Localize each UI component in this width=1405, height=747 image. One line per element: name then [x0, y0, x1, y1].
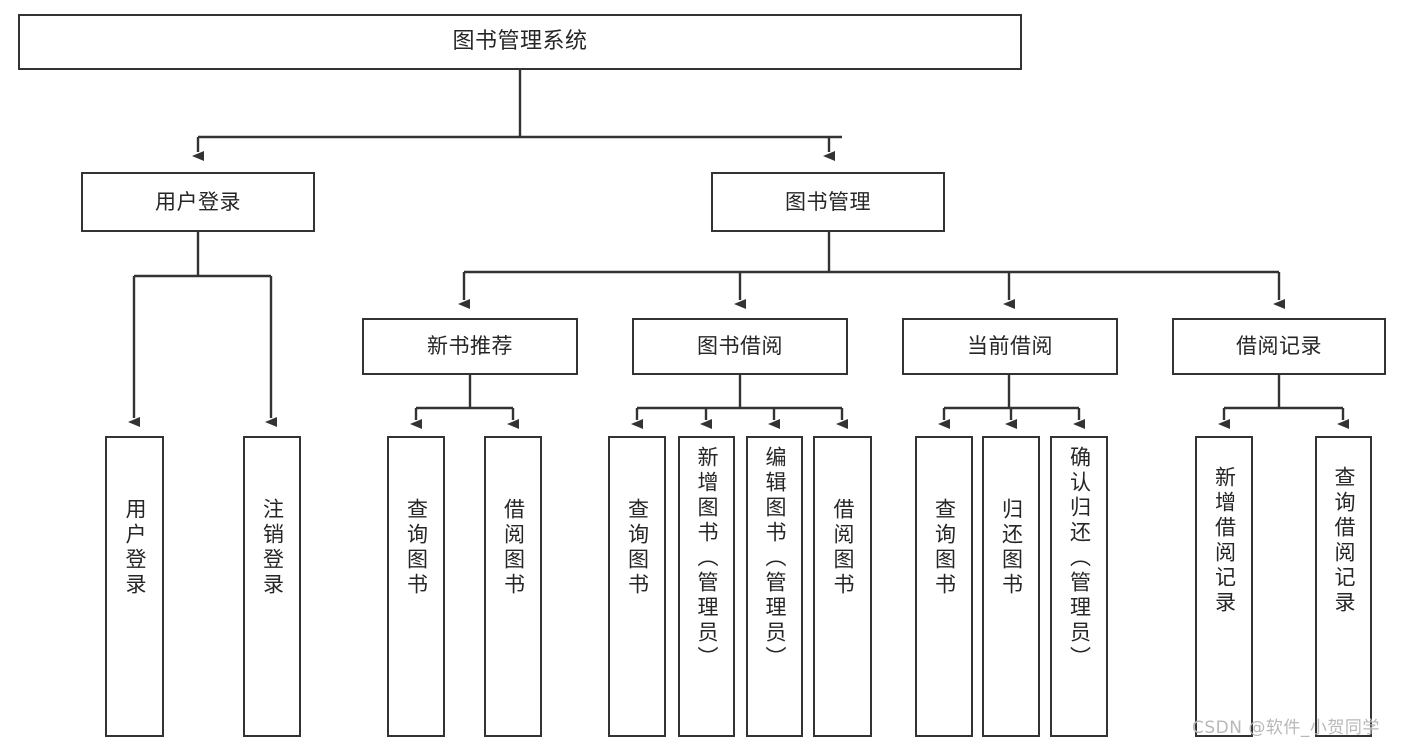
node-leaf-user-login[interactable]: 用户登录 — [105, 436, 164, 737]
node-leaf-borrow-book-1-label: 借阅图书 — [501, 498, 526, 598]
node-leaf-query-book-2[interactable]: 查询图书 — [608, 436, 666, 737]
node-book-borrow[interactable]: 图书借阅 — [632, 318, 848, 375]
node-leaf-query-record-label: 查询借阅记录 — [1332, 466, 1356, 616]
node-leaf-query-book-1[interactable]: 查询图书 — [387, 436, 445, 737]
node-book-manage[interactable]: 图书管理 — [711, 172, 945, 232]
node-leaf-borrow-book-2-label: 借阅图书 — [831, 498, 855, 598]
node-new-book-recommend[interactable]: 新书推荐 — [362, 318, 578, 375]
node-borrow-record[interactable]: 借阅记录 — [1172, 318, 1386, 375]
node-book-manage-label: 图书管理 — [785, 189, 871, 214]
node-new-book-recommend-label: 新书推荐 — [427, 334, 513, 359]
node-leaf-query-book-2-label: 查询图书 — [625, 498, 650, 598]
node-leaf-return-book[interactable]: 归还图书 — [982, 436, 1040, 737]
node-leaf-return-book-label: 归还图书 — [999, 498, 1024, 598]
node-leaf-query-record[interactable]: 查询借阅记录 — [1315, 436, 1372, 737]
node-leaf-edit-book[interactable]: 编辑图书（管理员） — [746, 436, 803, 737]
node-current-borrow[interactable]: 当前借阅 — [902, 318, 1118, 375]
node-leaf-user-logout-label: 注销登录 — [260, 498, 285, 598]
node-root[interactable]: 图书管理系统 — [18, 14, 1022, 70]
node-leaf-borrow-book-1[interactable]: 借阅图书 — [484, 436, 542, 737]
node-current-borrow-label: 当前借阅 — [967, 334, 1053, 359]
node-user-login[interactable]: 用户登录 — [81, 172, 315, 232]
node-leaf-user-logout[interactable]: 注销登录 — [243, 436, 301, 737]
node-leaf-user-login-label: 用户登录 — [123, 498, 147, 598]
node-leaf-add-record-label: 新增借阅记录 — [1212, 466, 1237, 616]
node-leaf-add-record[interactable]: 新增借阅记录 — [1195, 436, 1253, 737]
node-leaf-confirm-return[interactable]: 确认归还（管理员） — [1050, 436, 1108, 737]
node-leaf-add-book-label: 新增图书（管理员） — [695, 446, 719, 671]
node-leaf-query-book-3-label: 查询图书 — [932, 498, 957, 598]
node-leaf-confirm-return-label: 确认归还（管理员） — [1067, 446, 1092, 671]
node-user-login-label: 用户登录 — [155, 189, 241, 214]
node-leaf-borrow-book-2[interactable]: 借阅图书 — [813, 436, 872, 737]
node-leaf-add-book[interactable]: 新增图书（管理员） — [678, 436, 735, 737]
node-borrow-record-label: 借阅记录 — [1236, 334, 1322, 359]
node-book-borrow-label: 图书借阅 — [697, 334, 783, 359]
node-leaf-query-book-1-label: 查询图书 — [404, 498, 429, 598]
node-leaf-query-book-3[interactable]: 查询图书 — [915, 436, 973, 737]
node-root-label: 图书管理系统 — [452, 29, 588, 55]
node-leaf-edit-book-label: 编辑图书（管理员） — [763, 446, 787, 671]
